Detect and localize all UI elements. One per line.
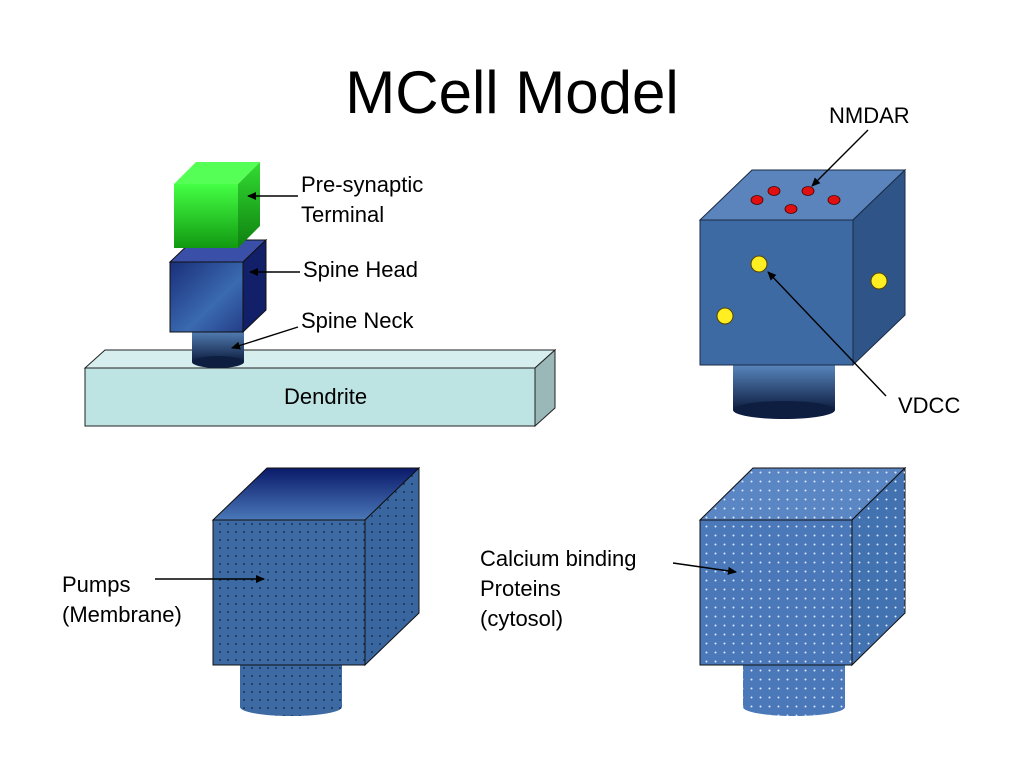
- cbp-arrow: [672, 562, 737, 575]
- spine-neck-cylinder: [192, 328, 244, 368]
- presynaptic-label: Pre-synaptic Terminal: [301, 170, 423, 230]
- dendrite-label: Dendrite: [284, 384, 368, 409]
- spine-head-label: Spine Head: [303, 257, 418, 282]
- pumps-label: Pumps (Membrane): [62, 570, 182, 630]
- dendrite-block: [83, 348, 557, 428]
- spine-cylinder-right: [733, 364, 835, 419]
- spine-neck-label: Spine Neck: [301, 308, 414, 333]
- nmdar-label: NMDAR: [829, 103, 910, 128]
- cbp-label-line1: Calcium binding: [480, 546, 637, 571]
- presynaptic-label-line2: Terminal: [301, 202, 385, 227]
- nmdar-dots: [750, 186, 841, 214]
- cbp-label-line3: (cytosol): [480, 606, 564, 631]
- spine-cube-right: [698, 168, 907, 367]
- pumps-cylinder: [240, 665, 342, 716]
- pumps-label-line1: Pumps: [62, 572, 131, 597]
- pumps-cube: [211, 466, 421, 667]
- cbp-label: Calcium binding Proteins (cytosol): [480, 544, 637, 634]
- spine-head-cube: [168, 238, 268, 334]
- cbp-cube: [698, 466, 907, 667]
- spine-neck-arrow: [231, 326, 299, 350]
- vdcc-dots: [716, 255, 888, 325]
- cbp-cylinder: [743, 665, 845, 716]
- vdcc-label: VDCC: [898, 393, 961, 418]
- pumps-label-line2: (Membrane): [62, 602, 182, 627]
- cbp-label-line2: Proteins: [480, 576, 561, 601]
- presynaptic-label-line1: Pre-synaptic: [301, 172, 424, 197]
- vdcc-arrow: [767, 271, 887, 397]
- slide-title: MCell Model: [345, 59, 679, 126]
- nmdar-arrow: [811, 129, 869, 187]
- presynaptic-terminal-cube: [174, 162, 260, 248]
